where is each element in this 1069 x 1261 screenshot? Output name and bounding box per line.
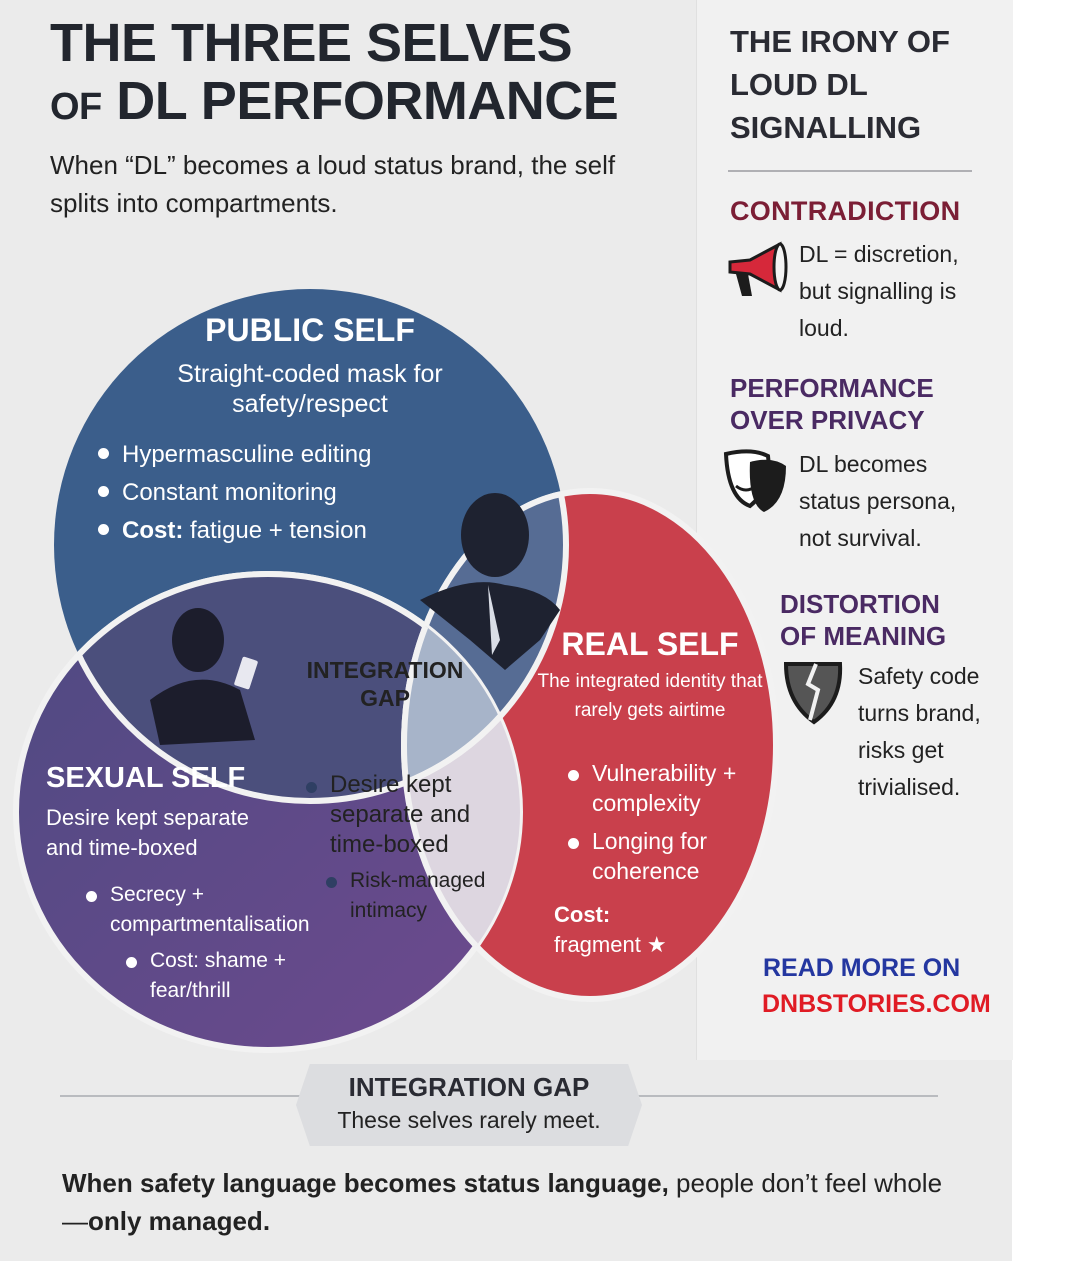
integration-gap-banner: INTEGRATION GAP These selves rarely meet… bbox=[296, 1064, 642, 1146]
person-with-phone-silhouette-icon bbox=[150, 608, 258, 745]
footer-statement: When safety language becomes status lang… bbox=[62, 1164, 962, 1240]
subtitle: When “DL” becomes a loud status brand, t… bbox=[50, 150, 616, 218]
cost-label: Cost: bbox=[122, 517, 184, 544]
page-title: THE THREE SELVES OF DL PERFORMANCE bbox=[50, 13, 619, 136]
integration-gap-label: INTEGRATION GAP bbox=[290, 656, 480, 712]
bullet-item: Cost: fatigue + tension bbox=[96, 512, 371, 550]
cost-text: fatigue + tension bbox=[190, 517, 367, 544]
center-line1: INTEGRATION bbox=[306, 657, 464, 683]
real-self-label: REAL SELF The integrated identity that r… bbox=[530, 626, 770, 725]
public-self-heading: PUBLIC SELF bbox=[205, 312, 415, 348]
bullet-item: Constant monitoring bbox=[96, 474, 371, 512]
theater-masks-icon bbox=[723, 449, 786, 512]
footer-bold-1: When safety language becomes status lang… bbox=[62, 1168, 669, 1198]
sidebar-divider bbox=[728, 170, 972, 172]
distortion-heading: DISTORTION OF MEANING bbox=[780, 589, 947, 651]
public-self-description: Straight-coded mask for safety/respect bbox=[177, 360, 443, 418]
real-self-bullets: Vulnerability + complexity Longing for c… bbox=[566, 758, 756, 886]
sexual-self-label: SEXUAL SELF Desire kept separate and tim… bbox=[46, 762, 286, 863]
footer-bold-2: only managed. bbox=[88, 1206, 271, 1236]
bullet-item: Desire kept separate and time-boxed bbox=[304, 770, 514, 860]
banner-line-right bbox=[638, 1095, 938, 1097]
center-line2: GAP bbox=[360, 685, 410, 711]
real-self-description: The integrated identity that rarely gets… bbox=[537, 671, 763, 721]
bullet-item: Longing for coherence bbox=[566, 826, 756, 886]
cost-text: fragment ★ bbox=[554, 932, 667, 957]
performance-heading: PERFORMANCE OVER PRIVACY bbox=[730, 373, 934, 435]
sexual-self-heading: SEXUAL SELF bbox=[46, 762, 246, 794]
contradiction-heading: CONTRADICTION bbox=[730, 196, 961, 226]
bullet-item: Cost: shame + fear/thrill bbox=[124, 946, 334, 1006]
real-self-heading: REAL SELF bbox=[561, 626, 739, 662]
site-link[interactable]: DNBSTORIES.COM bbox=[762, 990, 991, 1018]
sexual-self-bullets: Secrecy + compartmentalisation Cost: sha… bbox=[84, 880, 334, 1006]
public-sexual-overlap bbox=[54, 571, 523, 801]
contradiction-text: DL = discretion, but signalling is loud. bbox=[799, 241, 959, 341]
bullet-item: Vulnerability + complexity bbox=[566, 758, 756, 818]
cost-label: Cost: bbox=[554, 902, 611, 927]
footer-normal: people don’t feel whole— bbox=[62, 1168, 943, 1236]
sidebar-title: THE IRONY OF LOUD DL SIGNALLING bbox=[730, 24, 950, 145]
bullet-item: Secrecy + compartmentalisation bbox=[84, 880, 334, 940]
public-self-bullets: Hypermasculine editing Constant monitori… bbox=[96, 436, 371, 550]
bullet-item: Risk-managed intimacy bbox=[324, 866, 514, 926]
title-line2: DL PERFORMANCE bbox=[116, 71, 619, 131]
sexual-self-description: Desire kept separate and time-boxed bbox=[46, 805, 249, 860]
businessman-silhouette-icon bbox=[420, 493, 560, 670]
performance-text: DL becomes status persona, not survival. bbox=[799, 451, 957, 551]
title-of: OF bbox=[50, 86, 102, 128]
venn-diagram bbox=[16, 289, 776, 1050]
real-self-cost: Cost: fragment ★ bbox=[554, 900, 667, 960]
distortion-text: Safety code turns brand, risks get trivi… bbox=[858, 663, 981, 800]
title-line1: THE THREE SELVES bbox=[50, 13, 573, 73]
broken-shield-icon bbox=[783, 662, 843, 725]
banner-line-left bbox=[60, 1095, 300, 1097]
banner-title: INTEGRATION GAP bbox=[348, 1072, 590, 1102]
public-self-label: PUBLIC SELF Straight-coded mask for safe… bbox=[150, 312, 470, 419]
megaphone-icon bbox=[728, 241, 788, 296]
read-more-label: READ MORE ON bbox=[763, 954, 961, 982]
banner-text: These selves rarely meet. bbox=[337, 1107, 601, 1133]
bullet-item: Hypermasculine editing bbox=[96, 436, 371, 474]
overlap-bullets: Desire kept separate and time-boxed Risk… bbox=[304, 770, 514, 926]
